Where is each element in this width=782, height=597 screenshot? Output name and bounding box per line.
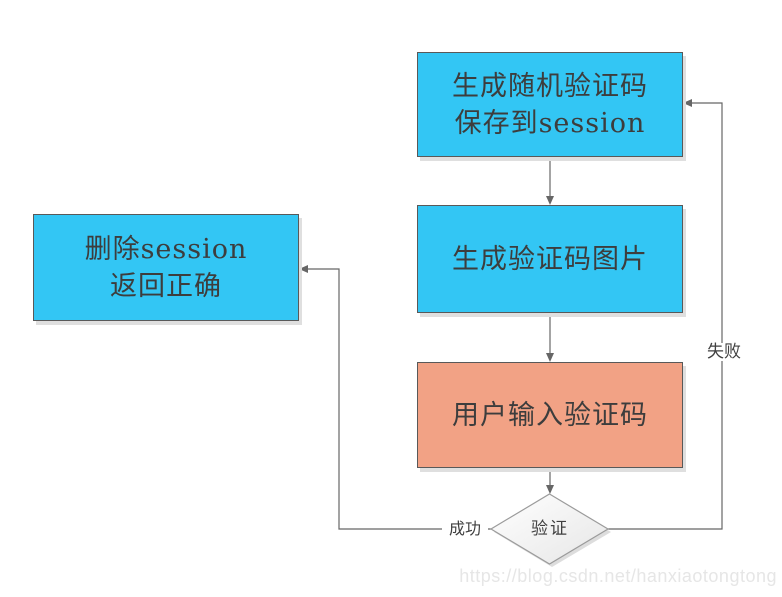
- node-delete-session-line1: 删除session: [84, 233, 248, 265]
- node-user-input: 用户输入验证码: [417, 362, 683, 468]
- node-delete-session: 删除session 返回正确: [33, 214, 299, 321]
- arrowhead-generate-to-image: [546, 196, 554, 205]
- arrowhead-verify-success: [299, 265, 308, 273]
- verify-diamond: [489, 493, 610, 565]
- node-delete-session-line2: 返回正确: [110, 270, 222, 302]
- node-user-input-label: 用户输入验证码: [452, 399, 648, 431]
- arrowhead-image-to-input: [546, 353, 554, 362]
- edge-verify-fail: [608, 102, 723, 530]
- arrowhead-verify-fail: [683, 99, 692, 107]
- node-generate-code: 生成随机验证码 保存到session: [417, 52, 683, 157]
- node-generate-image-label: 生成验证码图片: [452, 243, 648, 275]
- node-generate-image: 生成验证码图片: [417, 205, 683, 313]
- node-generate-code-line1: 生成随机验证码: [452, 70, 648, 102]
- edge-verify-success: [308, 268, 491, 530]
- fail-label: 失败: [701, 343, 747, 361]
- watermark: https://blog.csdn.net/hanxiaotongtong: [459, 566, 777, 586]
- node-generate-code-line2: 保存到session: [454, 107, 646, 139]
- arrowhead-input-to-verify: [546, 485, 554, 494]
- success-label: 成功: [442, 521, 488, 539]
- verify-label: 验证: [531, 519, 569, 538]
